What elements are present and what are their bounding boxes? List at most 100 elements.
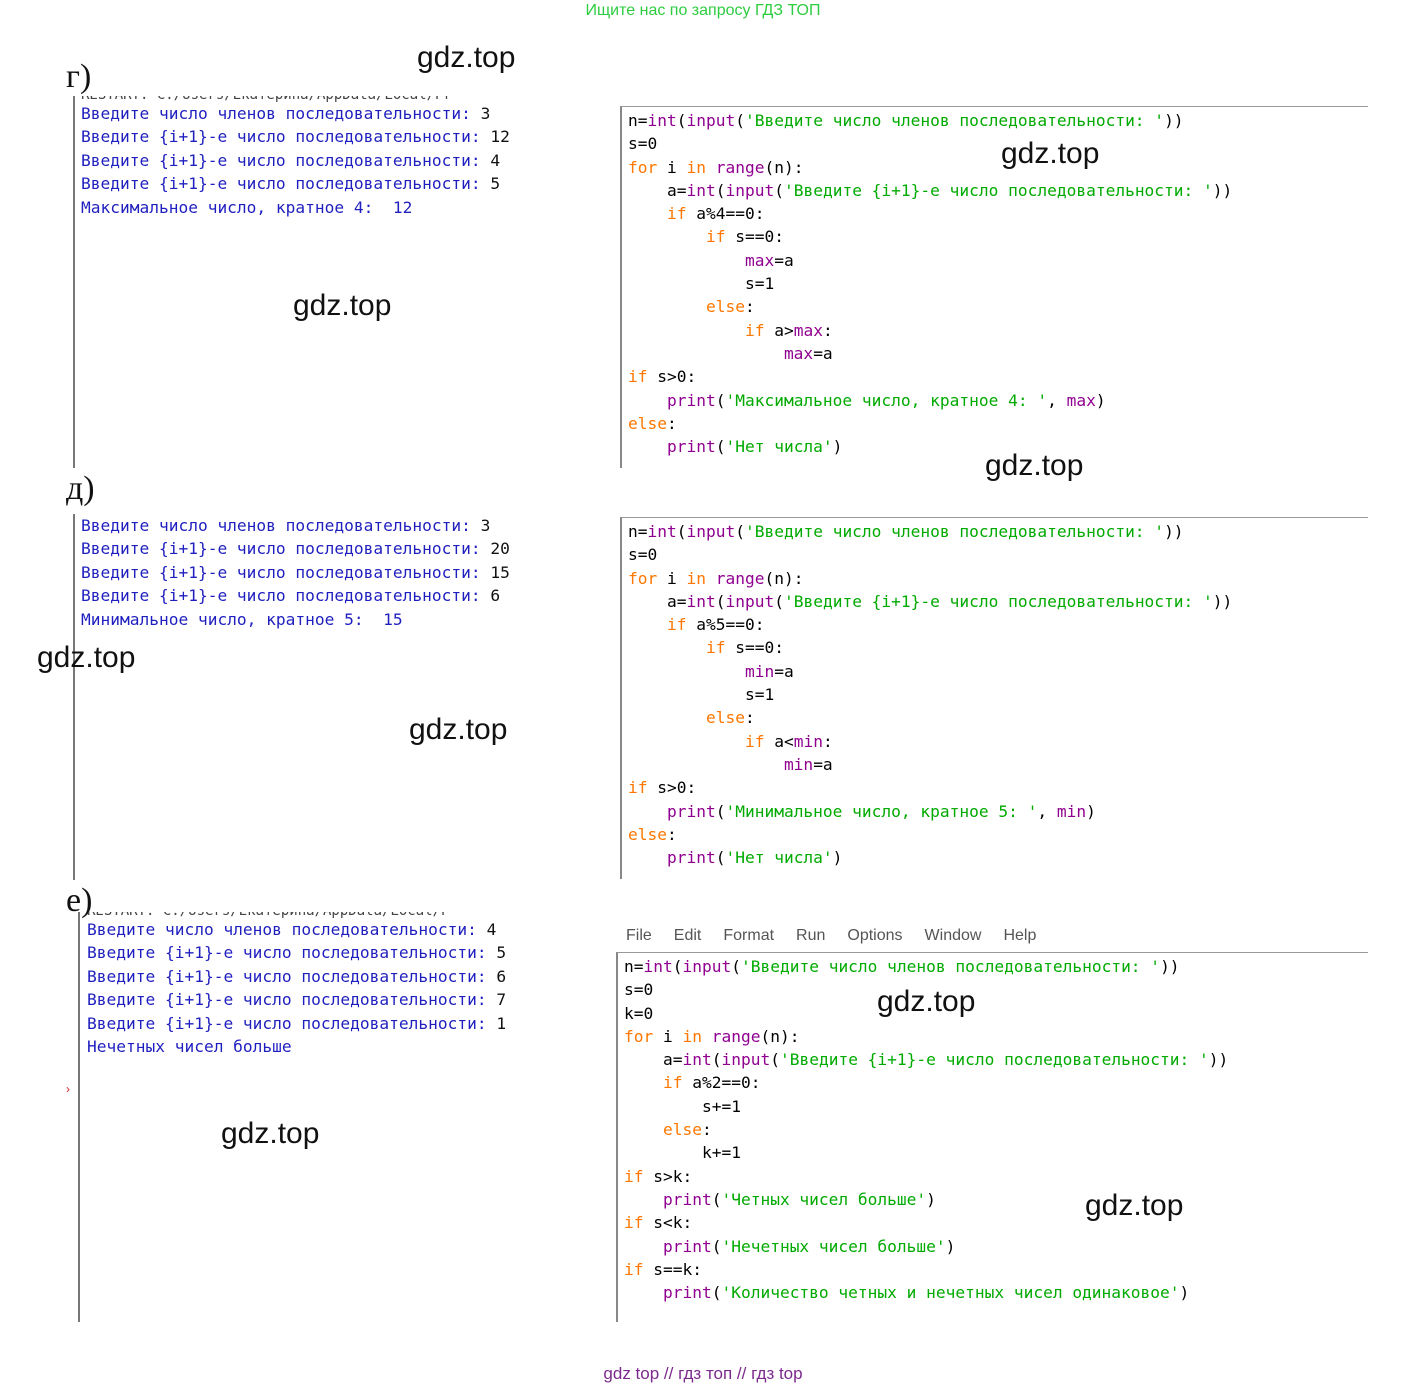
menu-edit[interactable]: Edit (673, 927, 702, 944)
top-banner[interactable]: Ищите нас по запросу ГДЗ ТОП (585, 2, 821, 19)
shell-line: Нечетных чисел больше (87, 1036, 292, 1056)
shell-restart-header: RESTART: C:/Users/Екатерина/AppData/Loca… (81, 96, 618, 102)
editor-menubar: File Edit Format Run Options Window Help (626, 927, 1058, 945)
shell-input-value: 6 (490, 586, 501, 606)
shell-input-value: 4 (486, 920, 497, 939)
shell-output-g[interactable]: RESTART: C:/Users/Екатерина/AppData/Loca… (73, 96, 618, 468)
shell-input-value: 3 (480, 516, 491, 535)
code-editor-d[interactable]: n=int(input('Введите число членов послед… (620, 517, 1368, 879)
code-line: s=1 (628, 685, 775, 705)
code-line: if a<min: (744, 731, 833, 751)
menu-options[interactable]: Options (847, 927, 903, 944)
menu-help[interactable]: Help (1003, 927, 1037, 944)
shell-line: Введите {i+1}-е число последовательности… (87, 943, 507, 963)
code-line: s=1 (628, 274, 775, 294)
menu-file[interactable]: File (626, 927, 652, 944)
shell-output-e[interactable]: RESTART: C:/Users/Екатерина/AppData/Loca… (78, 912, 614, 1322)
watermark: gdz.top (1001, 137, 1100, 170)
code-line: for i in range(n): (628, 157, 804, 177)
shell-line: Введите {i+1}-е число последовательности… (81, 127, 510, 147)
shell-output-d[interactable]: Введите число членов последовательности:… (73, 514, 618, 880)
shell-line: Введите {i+1}-е число последовательности… (87, 1013, 507, 1033)
code-line: print('Нечетных чисел больше') (662, 1236, 956, 1256)
code-line: max=a (744, 250, 794, 270)
shell-input-value: 12 (490, 127, 510, 147)
menu-window[interactable]: Window (924, 927, 982, 944)
shell-input-value: 7 (496, 990, 507, 1010)
code-line: a=int(input('Введите {i+1}-е число после… (628, 180, 1233, 200)
section-letter-d: д) (66, 470, 95, 507)
code-line: if s>k: (624, 1166, 693, 1186)
watermark: gdz.top (221, 1117, 320, 1150)
shell-line: Введите {i+1}-е число последовательности… (81, 586, 501, 606)
code-line: max=a (783, 343, 833, 363)
code-line: min=a (744, 661, 794, 681)
code-line: if s>0: (628, 778, 697, 798)
watermark: gdz.top (877, 985, 976, 1018)
shell-line: Введите {i+1}-е число последовательности… (81, 150, 501, 170)
code-line: print('Нет числа') (666, 437, 843, 457)
code-line: a=int(input('Введите {i+1}-е число после… (628, 591, 1233, 611)
shell-input-value: 4 (490, 150, 501, 170)
code-line: if a>max: (744, 320, 833, 340)
code-line: a=int(input('Введите {i+1}-е число после… (624, 1050, 1229, 1070)
shell-line: Введите {i+1}-е число последовательности… (81, 562, 510, 582)
shell-line: Введите {i+1}-е число последовательности… (87, 990, 507, 1010)
code-line: s=0 (628, 134, 658, 154)
section-letter-g: г) (66, 58, 92, 95)
code-line: n=int(input('Введите число членов послед… (628, 522, 1184, 541)
code-line: else: (628, 824, 677, 844)
code-line: print('Количество четных и нечетных чисе… (662, 1283, 1190, 1303)
code-line: if s>0: (628, 367, 697, 387)
code-line: if s==0: (705, 638, 784, 658)
code-line: min=a (783, 754, 833, 774)
shell-input-value: 3 (480, 104, 491, 123)
code-line: print('Нет числа') (666, 848, 843, 868)
code-line: n=int(input('Введите число членов послед… (624, 957, 1180, 976)
code-editor-e[interactable]: n=int(input('Введите число членов послед… (616, 952, 1368, 1322)
shell-line: Максимальное число, кратное 4: 12 (81, 197, 413, 217)
code-line: k+=1 (624, 1143, 741, 1163)
code-line: if a%4==0: (666, 204, 765, 224)
shell-line: Введите число членов последовательности:… (81, 516, 491, 535)
code-line: if s==0: (705, 227, 784, 247)
code-line: for i in range(n): (628, 568, 804, 588)
code-editor-g[interactable]: n=int(input('Введите число членов послед… (620, 106, 1368, 468)
footer-links[interactable]: gdz top // гдз топ // гдз top (603, 1364, 803, 1383)
code-line: else: (705, 297, 755, 317)
code-line: else: (705, 708, 755, 728)
shell-line: Минимальное число, кратное 5: 15 (81, 609, 403, 629)
shell-line: Введите {i+1}-е число последовательности… (87, 966, 507, 986)
code-line: else: (628, 413, 677, 433)
shell-input-value: 5 (496, 943, 507, 963)
code-line: print('Минимальное число, кратное 5: ', … (666, 801, 1096, 821)
code-line: print('Максимальное число, кратное 4: ',… (666, 390, 1106, 410)
code-line: s=0 (628, 545, 658, 565)
code-line: if a%2==0: (662, 1073, 761, 1093)
shell-input-value: 1 (496, 1013, 507, 1033)
shell-input-value: 20 (490, 539, 510, 559)
code-line: if a%5==0: (666, 615, 765, 635)
watermark: gdz.top (985, 449, 1084, 482)
shell-prompt-marker-icon: › (66, 1082, 70, 1096)
watermark: gdz.top (417, 41, 516, 74)
shell-line: Введите число членов последовательности:… (81, 104, 491, 123)
shell-input-value: 15 (490, 562, 510, 582)
shell-restart-header: RESTART: C:/Users/Екатерина/AppData/Loca… (87, 912, 614, 918)
shell-input-value: 5 (490, 174, 501, 194)
code-line: s=0 (624, 980, 654, 1000)
code-line: if s<k: (624, 1213, 693, 1233)
watermark: gdz.top (409, 713, 508, 746)
code-line: print('Четных чисел больше') (662, 1189, 936, 1209)
menu-format[interactable]: Format (723, 927, 775, 944)
code-line: k=0 (624, 1003, 654, 1023)
shell-line: Введите {i+1}-е число последовательности… (81, 174, 501, 194)
shell-line: Введите число членов последовательности:… (87, 920, 497, 939)
watermark: gdz.top (1085, 1189, 1184, 1222)
watermark: gdz.top (293, 289, 392, 322)
watermark: gdz.top (37, 641, 136, 674)
shell-line: Введите {i+1}-е число последовательности… (81, 539, 510, 559)
code-line: s+=1 (624, 1096, 741, 1116)
menu-run[interactable]: Run (796, 927, 826, 944)
shell-input-value: 6 (496, 966, 507, 986)
